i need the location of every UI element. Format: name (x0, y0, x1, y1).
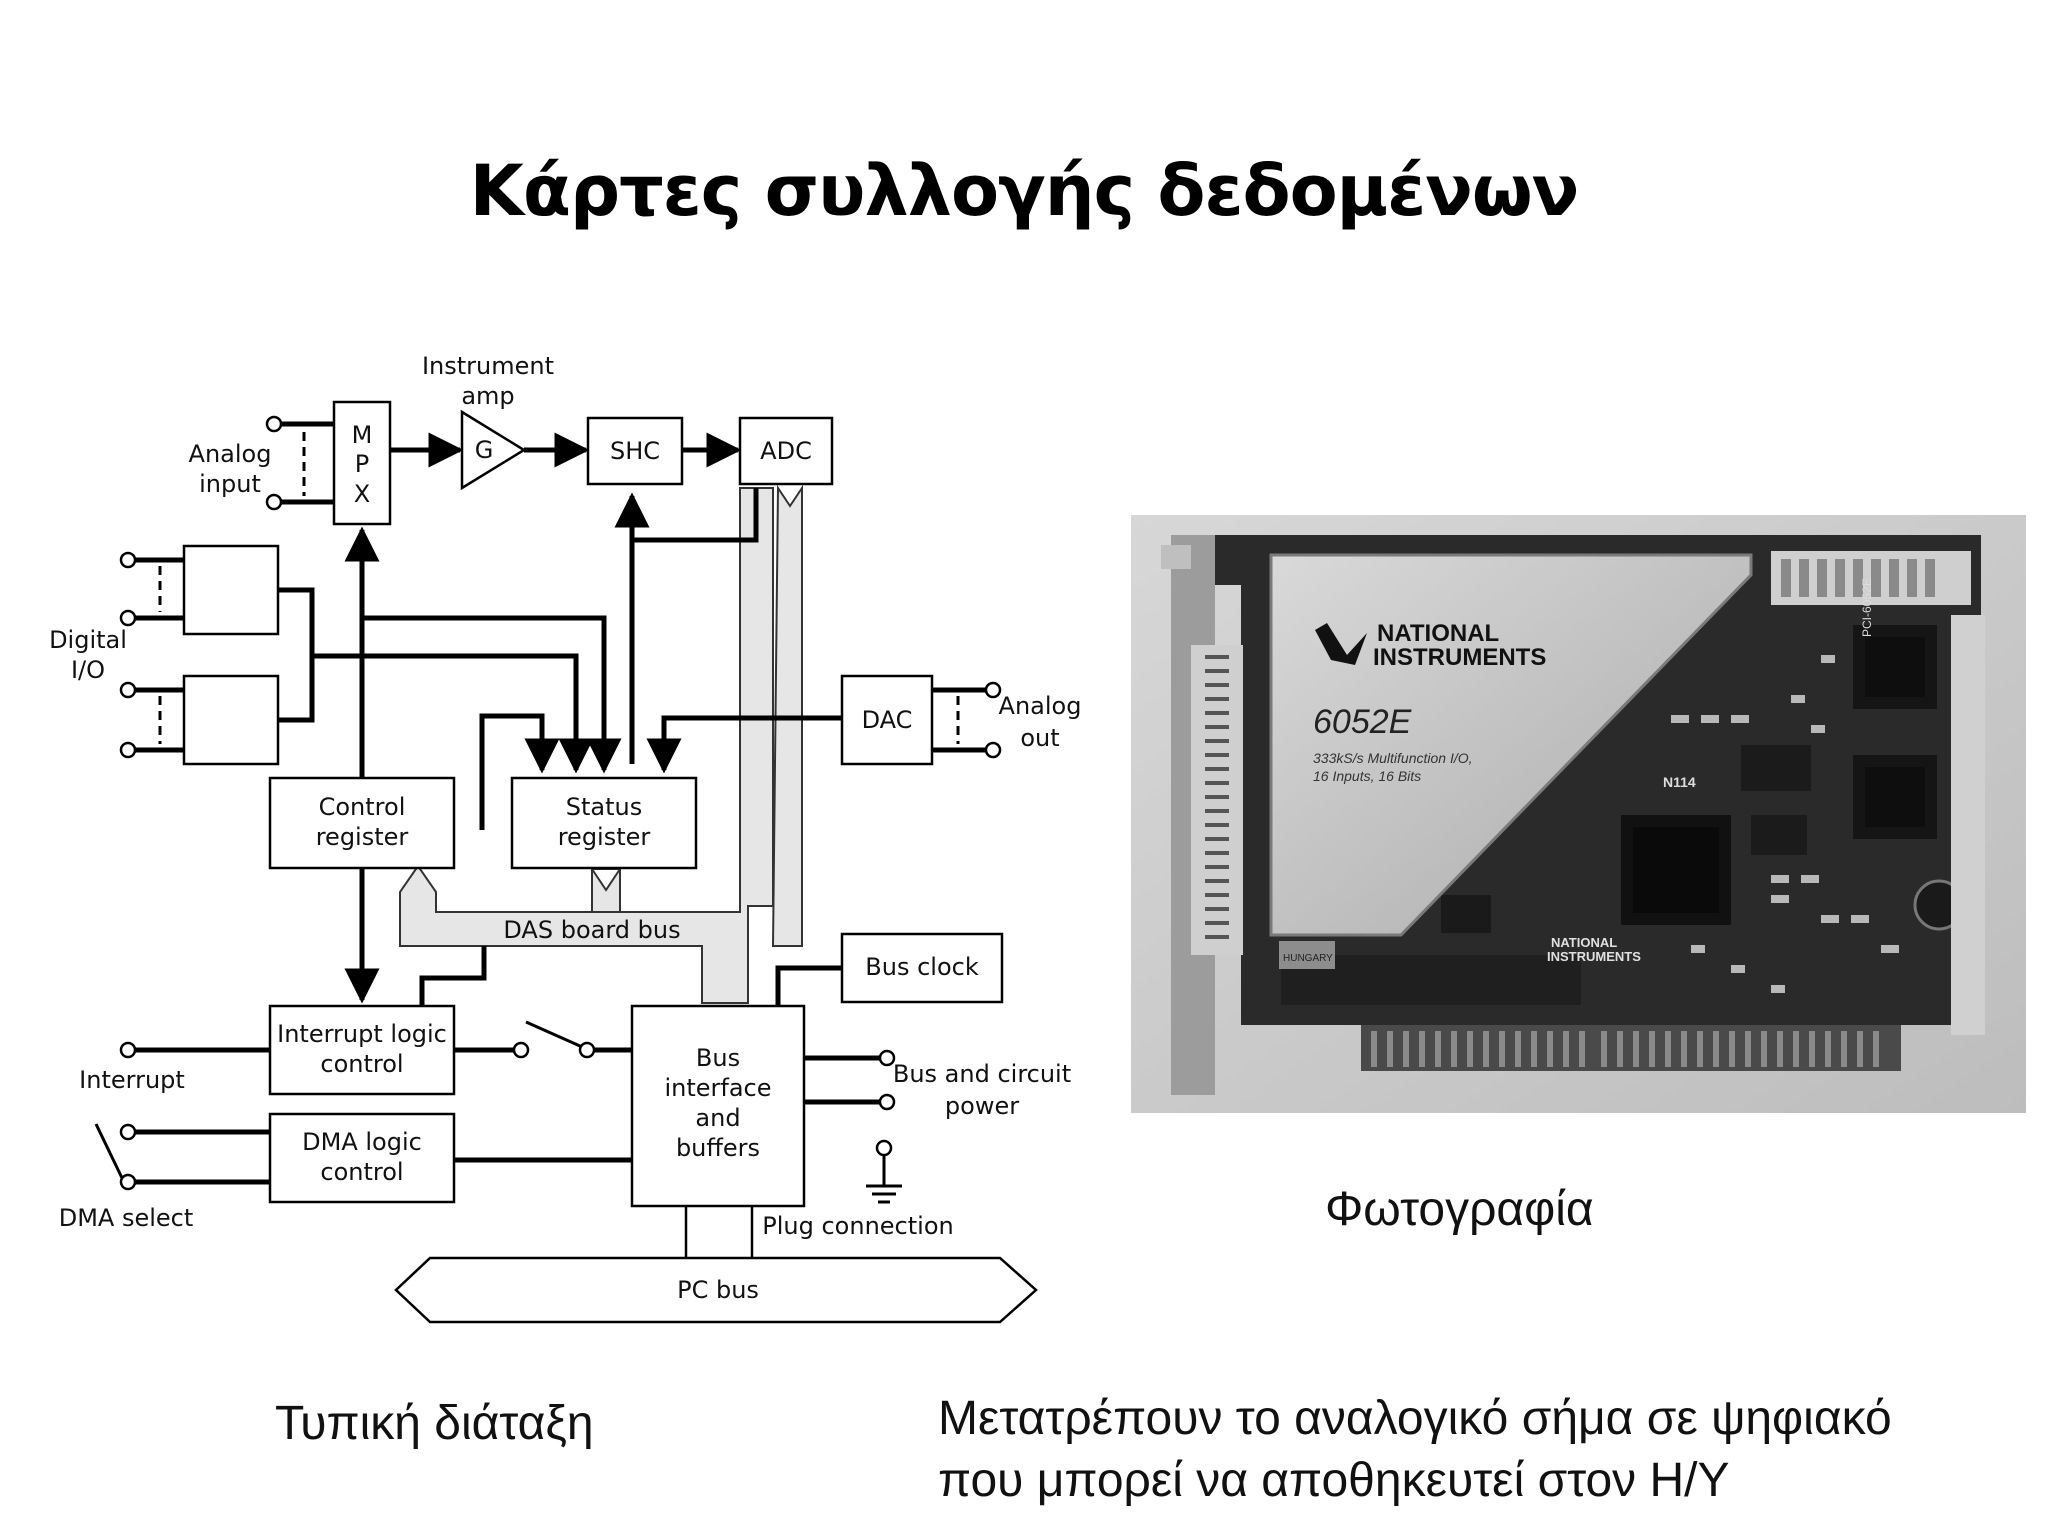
description-line-2: που μπορεί να αποθηκευτεί στον Η/Υ (938, 1454, 1730, 1507)
bus-power-label-2: power (945, 1092, 1019, 1120)
diagram-caption: Τυπική διάταξη (275, 1397, 594, 1450)
svg-text:G: G (475, 436, 494, 464)
svg-text:M: M (352, 421, 373, 449)
instrument-amp-label-2: amp (461, 382, 514, 410)
svg-text:6052E: 6052E (1313, 703, 1412, 741)
analog-input-label-1: Analog (189, 440, 272, 468)
svg-text:NATIONAL: NATIONAL (1377, 620, 1499, 647)
interrupt-logic-block: Interrupt logic control (268, 1004, 456, 1096)
analog-out-terminal-2-icon (984, 741, 1002, 759)
svg-text:control: control (320, 1050, 403, 1078)
digital-io: Digital I/O (49, 544, 280, 766)
svg-text:ADC: ADC (760, 437, 812, 465)
analog-out-label-1: Analog (999, 692, 1082, 720)
daq-block-diagram: PC bus Analog input M P X Instrument amp… (49, 352, 1082, 1324)
description-line-1: Μετατρέπουν το αναλογικό σήμα σε ψηφιακό (938, 1392, 1892, 1445)
analog-input-terminal-2-icon (265, 493, 283, 511)
dac-block: DAC (840, 674, 934, 766)
svg-text:INSTRUMENTS: INSTRUMENTS (1547, 949, 1641, 964)
svg-text:HUNGARY: HUNGARY (1283, 953, 1333, 964)
analog-input-label-2: input (199, 470, 261, 498)
status-bus-connector (591, 868, 621, 913)
photo-caption: Φωτογραφία (1325, 1183, 1594, 1236)
bus-interface-block: Bus interface and buffers (630, 1004, 806, 1208)
interrupt-switch-icon (512, 1041, 530, 1059)
svg-text:SHC: SHC (610, 437, 660, 465)
svg-text:and: and (695, 1104, 740, 1132)
analog-input-terminal-1-icon (265, 415, 283, 433)
digital-terminal-2-icon (119, 609, 137, 627)
pc-bus: PC bus (394, 1256, 1038, 1324)
digital-terminal-1-icon (119, 551, 137, 569)
digital-terminal-4-icon (119, 741, 137, 759)
analog-input: Analog input (189, 415, 334, 511)
analog-out-label-2: out (1020, 724, 1059, 752)
interrupt-label: Interrupt (79, 1066, 185, 1094)
mpx-block: M P X (332, 400, 392, 526)
analog-out-terminal-1-icon (984, 681, 1002, 699)
digital-io-block-2 (182, 674, 280, 766)
svg-text:P: P (355, 450, 369, 478)
control-register-block: Control register (268, 776, 456, 870)
svg-text:buffers: buffers (676, 1134, 760, 1162)
shc-block: SHC (586, 416, 684, 486)
svg-text:16 Inputs, 16 Bits: 16 Inputs, 16 Bits (1313, 768, 1421, 784)
dma-select-label: DMA select (59, 1204, 194, 1232)
das-board-bus (399, 487, 774, 1004)
svg-text:register: register (316, 823, 409, 851)
slide-title: Κάρτες συλλογής δεδομένων (469, 150, 1580, 232)
svg-text:interface: interface (664, 1074, 771, 1102)
svg-text:Status: Status (566, 793, 642, 821)
svg-text:register: register (558, 823, 651, 851)
instrument-amp-gain: G (460, 409, 527, 491)
pc-bus-label: PC bus (677, 1276, 759, 1304)
power-terminal-1-icon (878, 1049, 896, 1067)
power-terminal-2-icon (878, 1093, 896, 1111)
bus-clock-block: Bus clock (840, 932, 1004, 1004)
svg-text:Control: Control (319, 793, 406, 821)
svg-text:N114: N114 (1663, 774, 1696, 790)
daq-card-photo: NATIONAL INSTRUMENTS 6052E 333kS/s Multi… (1131, 515, 2026, 1113)
svg-text:PCI-6052E: PCI-6052E (1860, 578, 1874, 637)
instrument-amp-label-1: Instrument (422, 352, 554, 380)
digital-io-label-1: Digital (49, 626, 127, 654)
svg-text:333kS/s Multifunction I/O,: 333kS/s Multifunction I/O, (1313, 750, 1473, 766)
svg-text:Bus clock: Bus clock (865, 953, 979, 981)
description-text: Μετατρέπουν το αναλογικό σήμα σε ψηφιακό… (938, 1388, 1892, 1512)
digital-io-block-1 (182, 544, 280, 636)
svg-text:Interrupt logic: Interrupt logic (277, 1020, 447, 1048)
dma-logic-block: DMA logic control (268, 1112, 456, 1204)
digital-io-label-2: I/O (71, 656, 105, 684)
ni-logo-icon (1315, 623, 1367, 665)
interrupt-terminal-icon (119, 1041, 137, 1059)
svg-text:DAC: DAC (862, 706, 913, 734)
dma-terminal-1-icon (119, 1123, 137, 1141)
svg-text:NATIONAL: NATIONAL (1551, 935, 1617, 950)
svg-text:X: X (354, 480, 370, 508)
ground-icon (866, 1139, 902, 1204)
svg-text:control: control (320, 1158, 403, 1186)
svg-text:INSTRUMENTS: INSTRUMENTS (1373, 644, 1546, 671)
plug-connection-label: Plug connection (762, 1212, 953, 1240)
das-board-bus-label: DAS board bus (503, 916, 680, 944)
svg-text:DMA logic: DMA logic (302, 1128, 422, 1156)
bus-power-label-1: Bus and circuit (893, 1060, 1071, 1088)
dma-select-switch-icon (94, 1123, 124, 1179)
svg-text:Bus: Bus (696, 1044, 740, 1072)
status-register-block: Status register (510, 776, 698, 870)
digital-terminal-3-icon (119, 681, 137, 699)
adc-block: ADC (738, 416, 834, 486)
